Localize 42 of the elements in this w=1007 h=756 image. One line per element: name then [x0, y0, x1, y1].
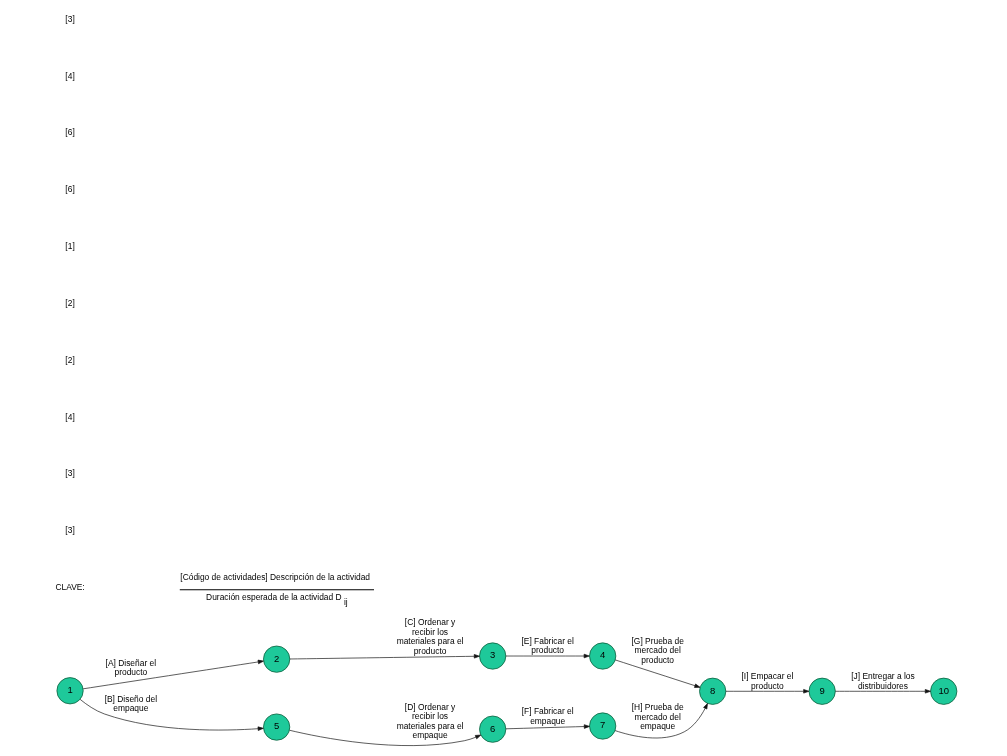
arrow [614, 659, 700, 688]
arrow [725, 689, 809, 694]
arrow [505, 724, 590, 730]
node-circle: 3 [478, 642, 506, 670]
node-circle: 6 [478, 715, 506, 743]
node-circle: 9 [808, 677, 836, 705]
node-circle: 2 [262, 645, 290, 673]
label: [6] [64, 127, 75, 138]
label: [2] [64, 354, 75, 365]
label: CLAVE: [54, 582, 85, 593]
edge-label: [F] Fabricar el empaque [521, 706, 574, 726]
node-circle: 4 [588, 642, 616, 670]
edge-label: [A] Diseñar el producto [105, 657, 156, 678]
arrow [505, 653, 590, 659]
label: [4] [64, 411, 75, 422]
node-circle: 8 [698, 677, 726, 705]
edge-label: [H] Prueba de mercado del empaque [631, 702, 684, 732]
node-circle: 10 [929, 677, 957, 705]
edge-label: [B] Diseño del empaque [104, 693, 157, 714]
arrow [288, 654, 480, 660]
edge-label: [E] Fabricar el producto [521, 635, 574, 656]
arrow [288, 729, 481, 746]
edge-label: [G] Prueba de mercado del producto [631, 635, 684, 665]
edge-label: [J] Entregar a los distribuidores [850, 671, 915, 691]
edge-label: [D] Ordenar y recibir los materiales para el empaque [396, 701, 463, 741]
arrow [614, 703, 708, 739]
arrow [79, 699, 264, 731]
label: [1] [64, 241, 75, 252]
label: [3] [64, 13, 75, 24]
edge-label: [C] Ordenar y recibir los materiales para el producto [396, 617, 463, 656]
node-circle: 5 [262, 713, 290, 741]
arrow [82, 659, 264, 690]
node-circle: 1 [56, 677, 84, 705]
label: [4] [64, 70, 75, 81]
legend-label: [Código de actividades] Descripción de la actividad [179, 572, 370, 583]
edge-label: [I] Empacar el producto [740, 671, 793, 691]
arrow [834, 689, 931, 694]
label: [3] [64, 525, 75, 536]
label: [2] [64, 297, 75, 308]
label: [6] [64, 184, 75, 195]
node-circle: 7 [588, 712, 616, 740]
label: [3] [64, 468, 75, 479]
